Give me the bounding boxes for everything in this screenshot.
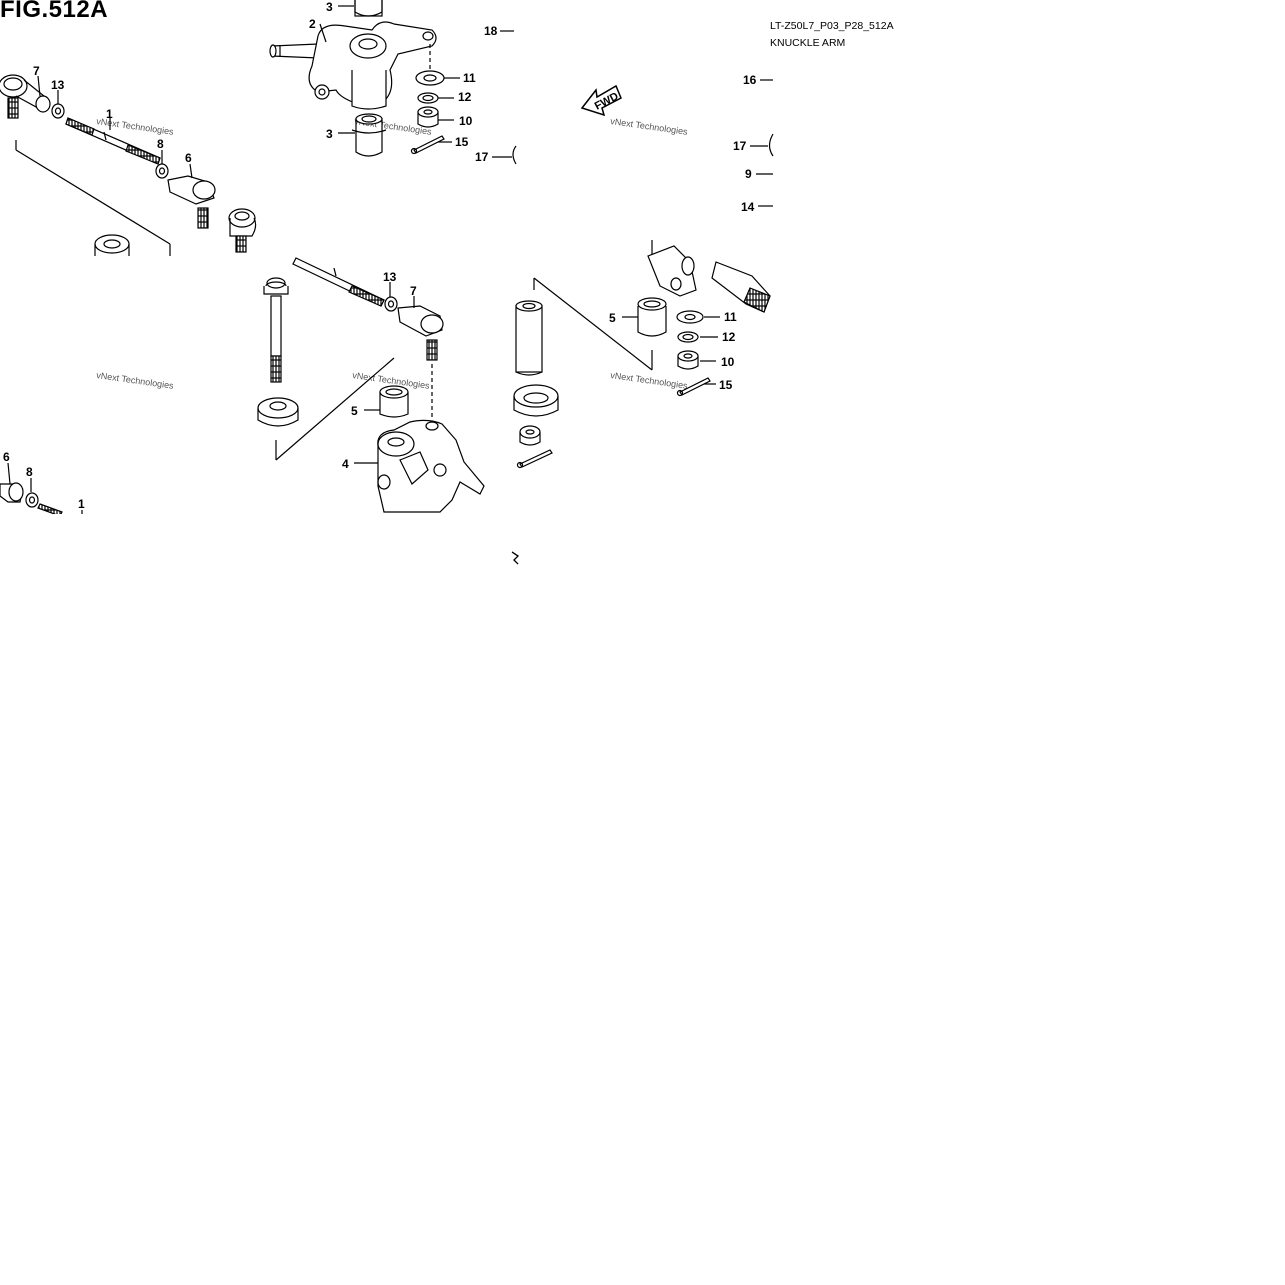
cotter-pin-15-upper [410,135,445,155]
dust-seal-left [228,208,257,253]
watermark-text: vNext Technologies [96,370,175,391]
callout-7: 7 [33,64,40,78]
partial-shapes [511,133,774,565]
callout-13: 13 [383,270,397,284]
callout-10: 10 [459,114,473,128]
forward-arrow: FWD [580,84,622,117]
nut-13-left [51,103,65,119]
callout-18: 18 [484,24,498,38]
nut-13-center [384,296,398,312]
tie-rod-end-6-bottom [0,482,24,503]
tie-rod-end-6-left [167,175,216,229]
tie-rod-shaft-1-left [65,117,161,165]
castle-nut-10-upper [417,106,439,128]
bushing-upper-top [351,113,387,157]
callout-10: 10 [721,355,735,369]
lock-washer-12-right [677,331,699,343]
castle-nut-center [519,425,541,446]
callout-6: 6 [3,450,10,464]
callout-12: 12 [458,90,472,104]
castle-nut-10-right [677,350,699,370]
callout-8: 8 [26,465,33,479]
callout-3: 3 [326,127,333,141]
callout-15: 15 [719,378,733,392]
callout-3: 3 [326,0,333,14]
partial-shapes [511,551,519,565]
oil-seal [513,384,559,417]
nut-8-bottom [25,492,39,508]
washer-11-upper [415,70,445,86]
callout-1: 1 [106,107,113,121]
callout-numbers: 3 2 18 11 12 10 15 3 17 16 17 9 14 7 13 … [3,0,757,511]
figure-title: FIG.512A [0,0,109,23]
callout-6: 6 [185,151,192,165]
callout-5: 5 [351,404,358,418]
steering-knuckle-4 [377,419,485,513]
callout-11: 11 [724,310,737,324]
callout-17: 17 [733,139,747,153]
callout-5: 5 [609,311,616,325]
callout-4: 4 [342,457,349,471]
nut-8-left [155,163,169,179]
watermark-text: vNext Technologies [610,370,689,391]
spacer-tube [515,300,543,376]
callout-leaders [7,5,773,492]
tie-rod-end-7-center [397,305,444,361]
knuckle-bolt [263,277,289,383]
callout-13: 13 [51,78,65,92]
callout-9: 9 [745,167,752,181]
callout-11: 11 [463,71,476,85]
tie-rod-shaft-1-center [292,257,385,307]
tie-rod-end-7-left [0,74,51,119]
leader-line [533,277,653,371]
callout-16: 16 [743,73,757,87]
diagram-code: LT-Z50L7_P03_P28_512A [770,20,894,32]
leader-line [275,357,395,461]
leader-line [15,149,171,245]
callout-7: 7 [410,284,417,298]
lock-washer-12-upper [417,92,439,104]
bushing-5-center [379,385,409,418]
cotter-pin-center [516,449,553,469]
blank-area [520,514,1285,1285]
callout-2: 2 [309,17,316,31]
cotter-pin-15-right [676,377,711,397]
callout-15: 15 [455,135,469,149]
watermark-text: vNext Technologies [610,116,689,137]
callout-14: 14 [741,200,755,214]
diagram-name: KNUCKLE ARM [770,37,846,49]
steering-knuckle-right [647,245,771,313]
washer-center [257,397,299,427]
callout-12: 12 [722,330,736,344]
bushing-5-right [637,297,667,337]
blank-area [0,514,512,1285]
washer-11-right [676,310,704,324]
steering-knuckle-upper [269,0,437,110]
callout-8: 8 [157,137,164,151]
callout-1: 1 [78,497,85,511]
washer-left [94,234,130,256]
callout-17: 17 [475,150,489,164]
